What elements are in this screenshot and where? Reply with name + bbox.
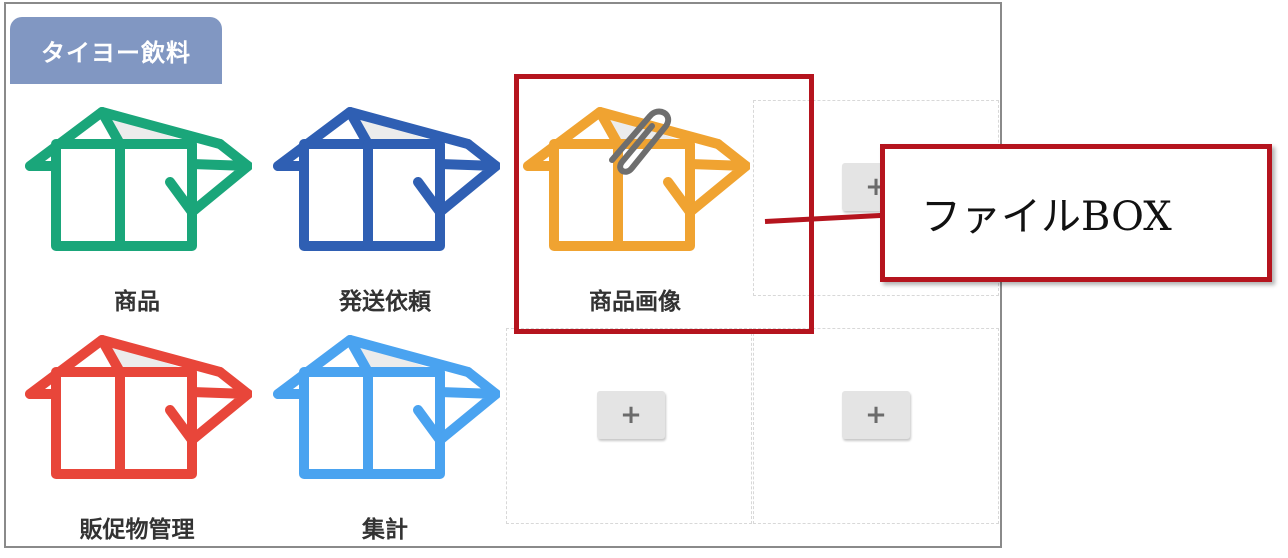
callout-text: ファイルBOX [921,194,1172,240]
open-box-icon [273,335,500,479]
folder-tab[interactable]: タイヨー飲料 [10,17,222,84]
file-box-label: 発送依頼 [339,289,431,315]
file-box-label: 商品 [114,289,160,315]
highlight-frame [514,74,814,334]
file-box-tile-shohin[interactable]: 商品 [14,104,260,330]
file-box-tile-shukei[interactable]: 集計 [262,332,508,558]
empty-box-slot: + [753,328,999,524]
file-box-tile-hassou-irai[interactable]: 発送依頼 [262,104,508,330]
open-box-icon [25,335,252,479]
open-box-icon [25,107,252,251]
open-box-icon [523,107,750,251]
paperclip-icon [609,108,671,175]
folder-tab-label: タイヨー飲料 [41,39,191,67]
file-box-label: 集計 [362,517,408,543]
callout-box: ファイルBOX [880,144,1272,282]
add-box-button[interactable]: + [842,391,910,439]
file-box-label: 商品画像 [589,289,681,315]
file-box-label: 販促物管理 [79,517,195,543]
file-box-tile-hansokubutsu-kanri[interactable]: 販促物管理 [14,332,260,558]
empty-box-slot: + [506,328,752,524]
plus-icon: + [865,400,887,430]
open-box-icon [273,107,500,251]
file-box-tile-shohin-gazou[interactable]: 商品画像 [512,104,758,330]
add-box-button[interactable]: + [597,391,665,439]
plus-icon: + [620,400,642,430]
